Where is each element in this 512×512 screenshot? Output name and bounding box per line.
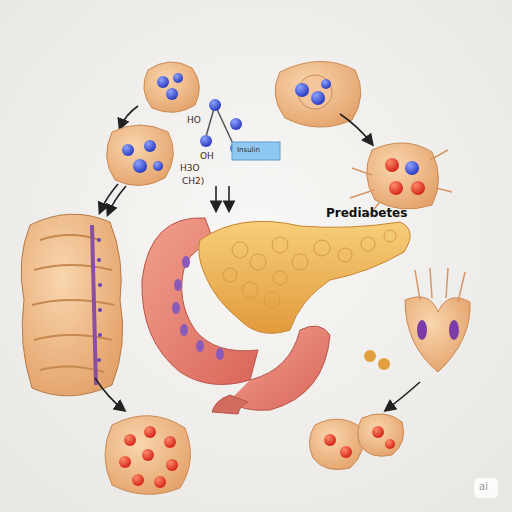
formula-text: H3O — [180, 164, 200, 173]
formula-text: OH — [200, 152, 214, 161]
molecule-tag: Insulin — [237, 147, 260, 154]
watermark: ai — [479, 482, 488, 492]
formula-text: CH2) — [182, 177, 204, 186]
title: Prediabetes — [326, 207, 407, 219]
formula-text: HO — [187, 116, 201, 125]
